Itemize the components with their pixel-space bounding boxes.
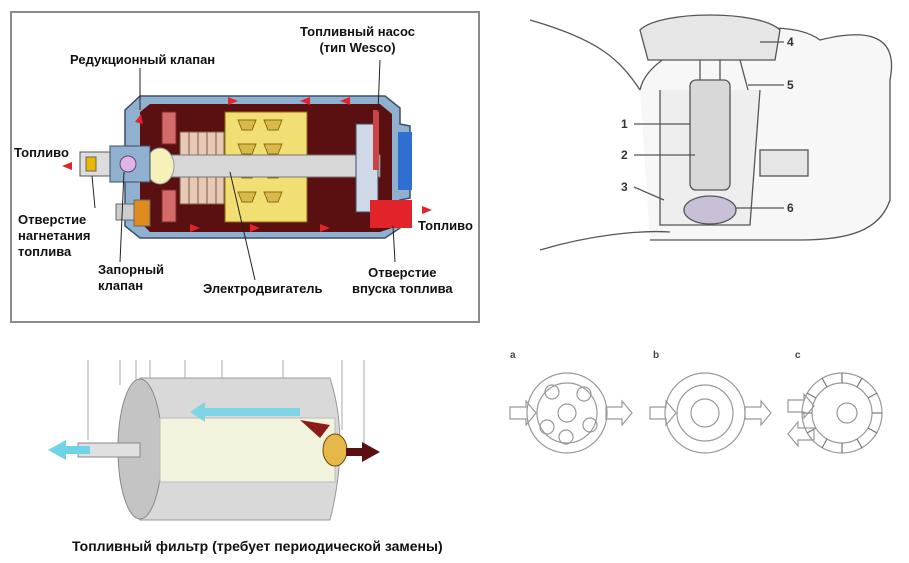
inlet-arrow [346, 442, 380, 462]
callout-4: 4 [787, 35, 794, 49]
callout-1: 1 [621, 117, 628, 131]
callout-5: 5 [787, 78, 794, 92]
label-inlet-port: Отверстие впуска топлива [352, 265, 453, 296]
label-motor: Электродвигатель [203, 281, 323, 296]
outlet-arrow [48, 440, 90, 460]
filter-element [159, 417, 336, 483]
callout-6: 6 [787, 201, 794, 215]
callout-3: 3 [621, 180, 628, 194]
leader-lines [91, 59, 396, 281]
label-pump-type: Топливный насос (тип Wesco) [300, 24, 416, 55]
inlet-chamber [370, 200, 412, 228]
label-discharge-port: Отверстие нагнетания топлива [18, 212, 91, 259]
motor-shaft [149, 154, 381, 178]
pump-types-diagram [509, 372, 883, 454]
fuel-filter-diagram [48, 360, 380, 521]
pump-cover [398, 132, 412, 190]
pump-type-c-label: c [795, 350, 801, 361]
flow-arrows [62, 97, 432, 232]
pump-cutaway [62, 59, 432, 281]
tank-module-diagram [529, 14, 893, 251]
label-check-valve: Запорный клапан [98, 262, 165, 293]
label-fuel-right: Топливо [418, 218, 473, 233]
callout-2: 2 [621, 148, 628, 162]
filter-caption: Топливный фильтр (требует периодической … [72, 538, 443, 554]
pump-type-b-label: b [653, 350, 659, 361]
label-reduction-valve: Редукционный клапан [70, 52, 216, 67]
pump-type-a-label: a [510, 350, 516, 361]
label-fuel-left: Топливо [14, 145, 69, 160]
